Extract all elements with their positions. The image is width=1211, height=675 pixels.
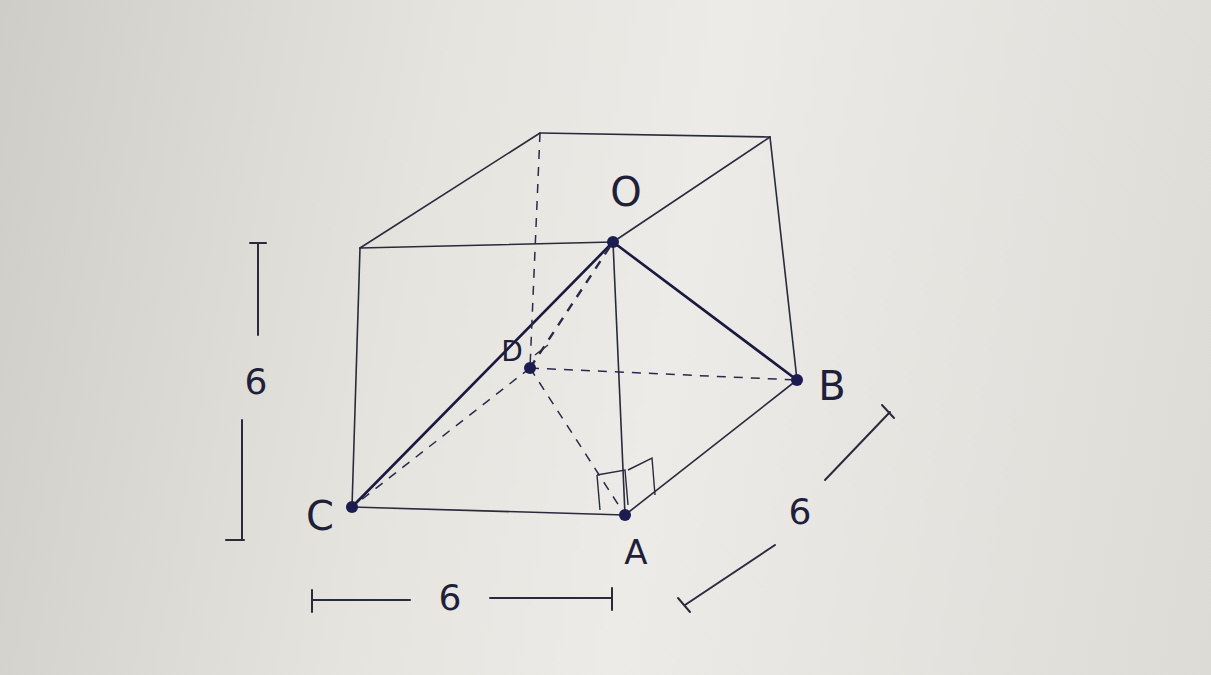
point-label: B [818,366,845,406]
point-label: A [624,535,647,569]
dimension-label: 6 [245,364,268,400]
dimension-label: 6 [789,494,812,530]
point-label: O [610,172,641,212]
point-label: C [306,496,334,536]
point-label: D [501,338,523,366]
dimension-label: 6 [439,580,462,616]
